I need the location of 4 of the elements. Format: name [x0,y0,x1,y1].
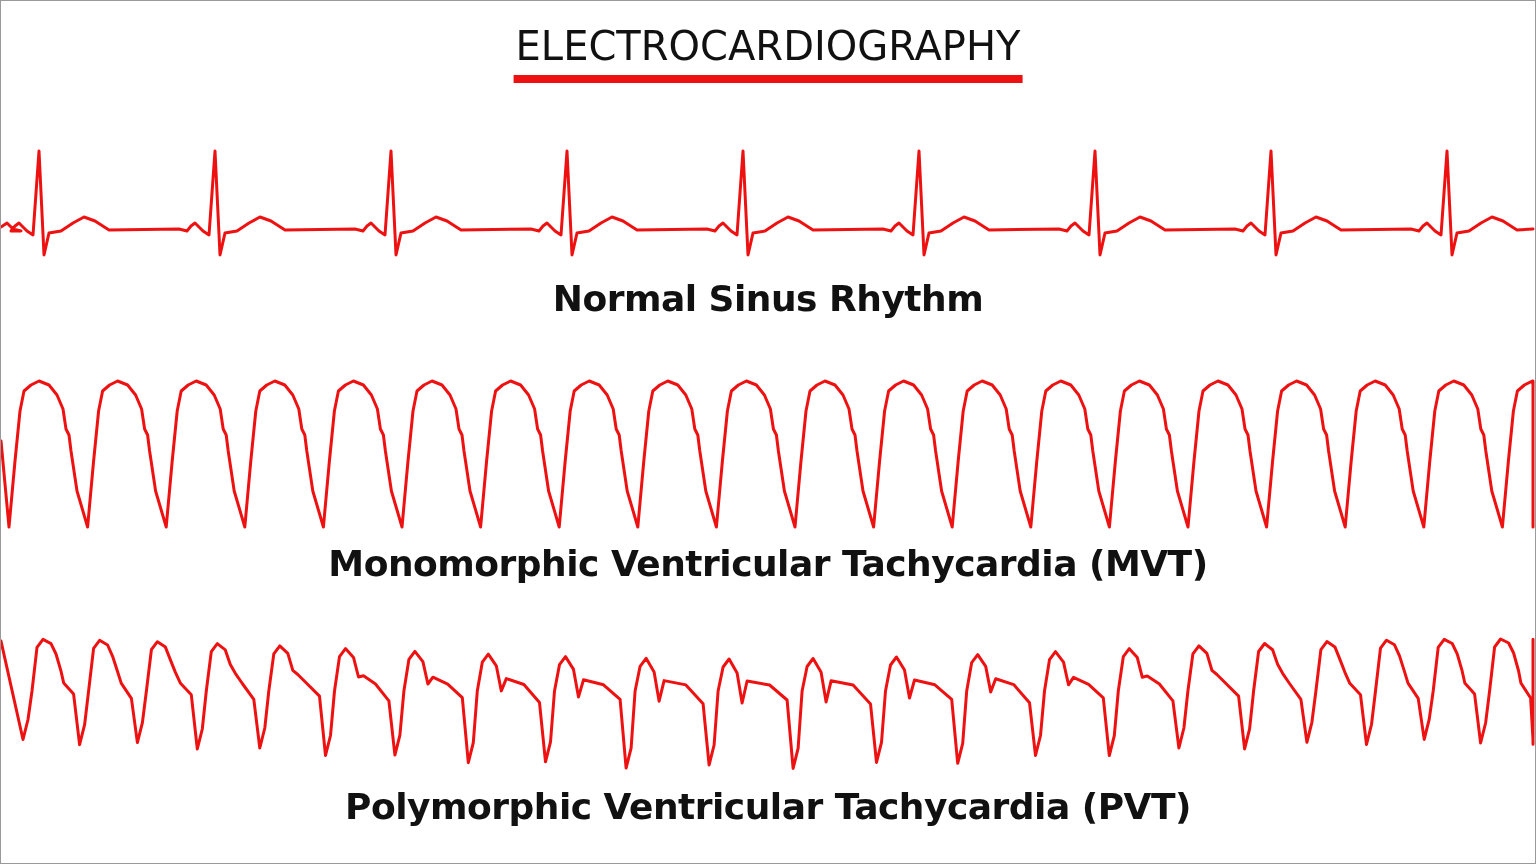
rhythm-label: Polymorphic Ventricular Tachycardia (PVT) [345,785,1191,827]
rhythm-label: Normal Sinus Rhythm [552,277,984,319]
rhythm-label: Monomorphic Ventricular Tachycardia (MVT) [328,542,1208,584]
title: ELECTROCARDIOGRAPHY [513,23,1023,83]
